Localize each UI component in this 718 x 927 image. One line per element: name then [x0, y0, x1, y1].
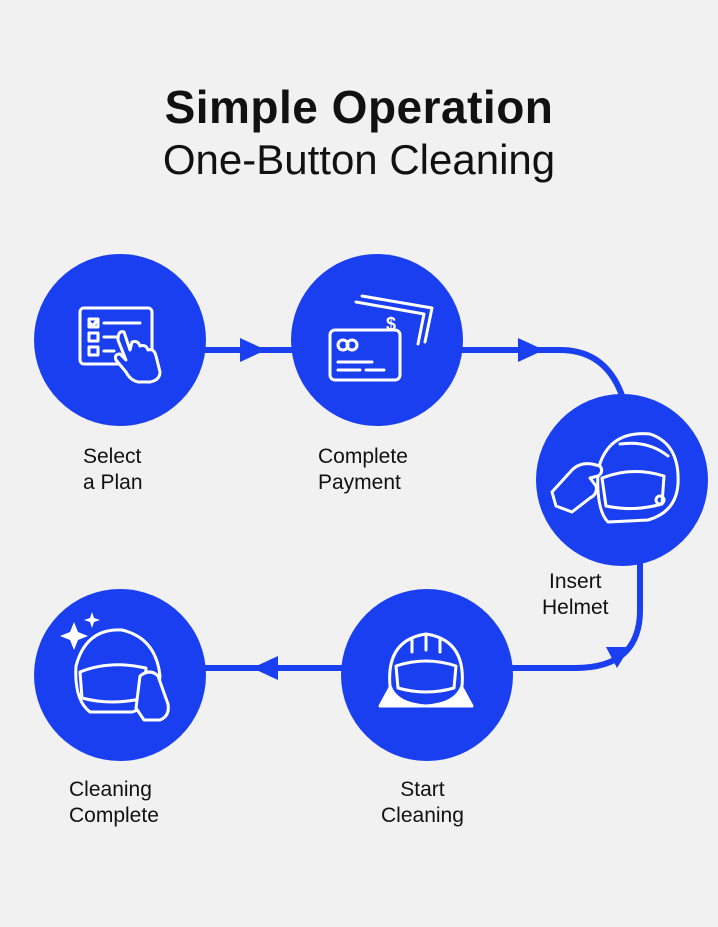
page-subtitle: One-Button Cleaning [162, 136, 556, 183]
step-label-select-plan: Select a Plan [83, 445, 143, 494]
dollar-sign-icon: $ [386, 314, 396, 334]
sparkle-icon [60, 612, 100, 650]
step-label-complete-payment: Complete Payment [318, 445, 408, 494]
step-start-cleaning [341, 589, 513, 761]
touch-menu-icon [78, 306, 162, 384]
step-select-plan [34, 254, 206, 426]
arrow-head-icon [240, 338, 266, 362]
payment-card-icon: $ [328, 294, 434, 382]
flow-connector [197, 347, 628, 408]
step-label-start-cleaning: Start Cleaning [381, 778, 464, 827]
arrow-head-icon [518, 338, 544, 362]
arrow-head-icon [606, 647, 630, 668]
step-insert-helmet [536, 394, 708, 566]
step-label-cleaning-complete: Cleaning Complete [69, 778, 159, 827]
clean-helmet-icon [74, 628, 170, 722]
step-complete-payment: $ [291, 254, 463, 426]
arrow-head-icon [252, 656, 278, 680]
step-circle [34, 589, 206, 761]
step-circle [536, 394, 708, 566]
helmet-cleaning-icon [378, 632, 474, 708]
page-title: Simple Operation [164, 81, 554, 133]
step-cleaning-complete [34, 589, 206, 761]
insert-helmet-icon [550, 432, 680, 524]
step-label-insert-helmet: Insert Helmet [542, 570, 609, 619]
